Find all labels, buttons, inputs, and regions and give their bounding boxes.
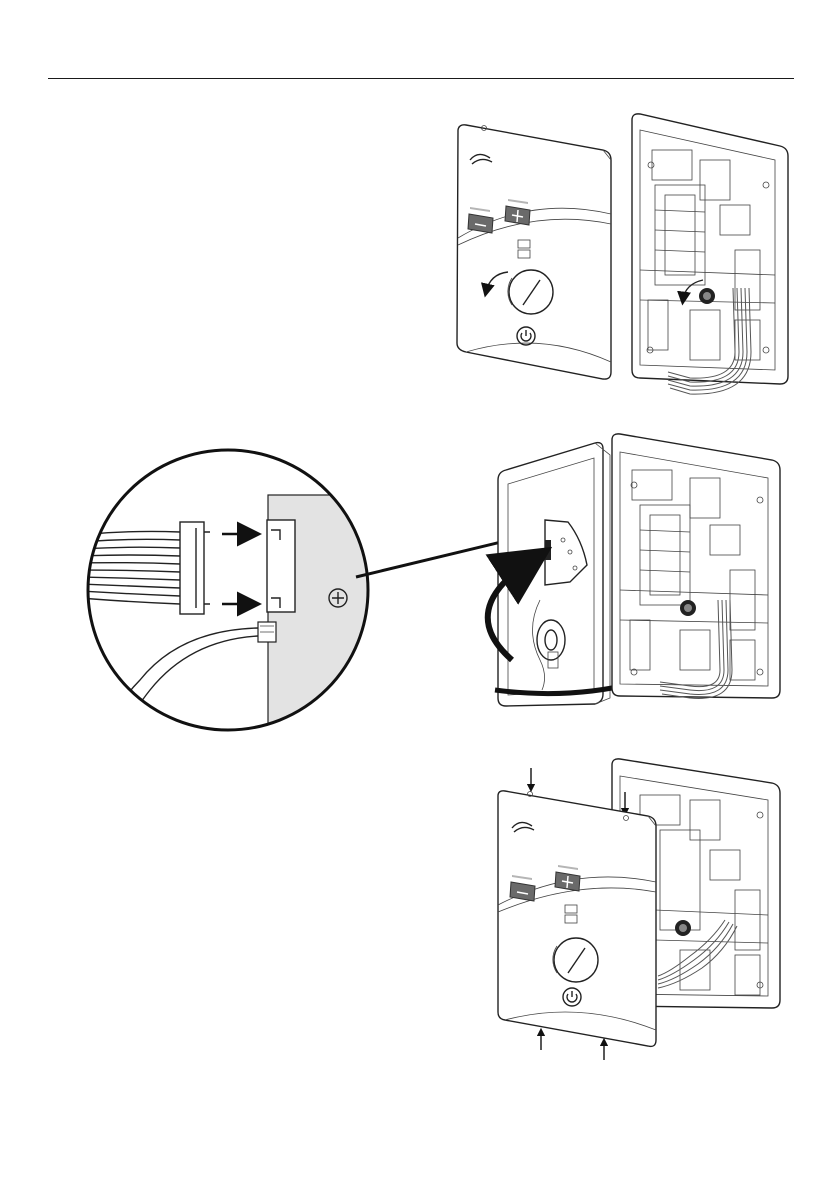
step-1-front-cover: [457, 125, 611, 379]
step-2-zoom-detail: [80, 450, 522, 735]
ribbon-connector-plug: [180, 522, 204, 614]
step-2-backplate: [612, 434, 780, 699]
step-1-backplate: [632, 114, 788, 394]
